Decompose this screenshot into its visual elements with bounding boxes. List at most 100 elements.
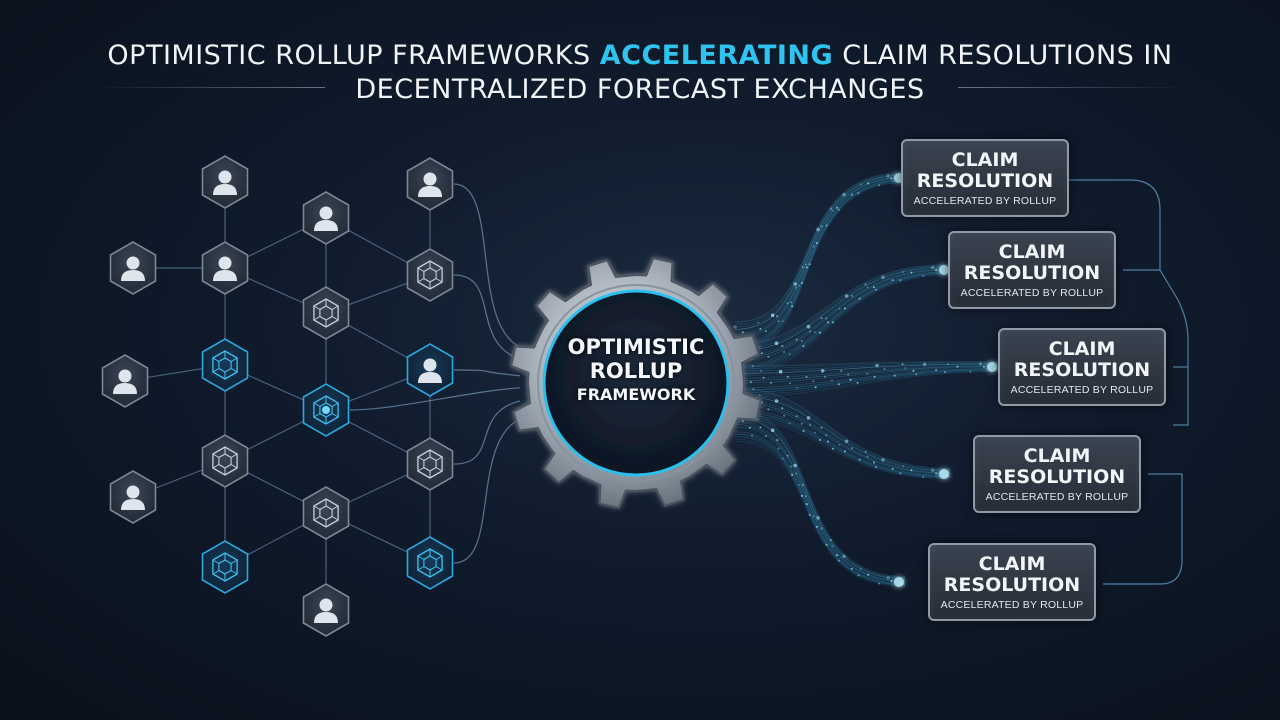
stream-endpoint-glow xyxy=(939,469,949,479)
data-particle xyxy=(786,375,789,378)
title-text-pre: OPTIMISTIC ROLLUP FRAMEWORKS xyxy=(107,40,591,71)
data-particle xyxy=(858,458,861,461)
data-particle xyxy=(802,429,805,432)
data-particle xyxy=(805,503,808,506)
data-particle xyxy=(767,408,770,411)
data-particle xyxy=(915,373,918,376)
data-particle xyxy=(904,367,907,370)
data-particle xyxy=(840,369,843,372)
title-text-post: CLAIM RESOLUTIONS IN xyxy=(842,40,1173,71)
gear-input-link xyxy=(453,369,521,377)
data-particle xyxy=(798,284,801,287)
data-particle xyxy=(752,388,755,391)
data-particle xyxy=(829,539,832,542)
data-stream-line xyxy=(734,395,951,472)
data-particle xyxy=(850,567,853,570)
data-particle xyxy=(878,582,881,585)
data-particle xyxy=(901,363,904,366)
data-particle xyxy=(795,415,798,418)
data-particle xyxy=(883,367,886,370)
data-particle xyxy=(778,369,783,374)
claim-card-3: CLAIM RESOLUTION ACCELERATED BY ROLLUP xyxy=(998,328,1166,406)
data-stream-line xyxy=(734,399,951,474)
data-stream-line xyxy=(734,360,999,367)
user-icon xyxy=(201,241,249,295)
data-particle xyxy=(812,515,815,518)
data-stream-line xyxy=(734,270,951,364)
data-stream-line xyxy=(734,264,951,345)
data-particle xyxy=(814,331,816,334)
data-stream-line xyxy=(734,181,906,352)
data-particle xyxy=(748,426,751,429)
data-stream-line xyxy=(734,267,951,357)
data-particle xyxy=(814,431,816,434)
user-icon xyxy=(302,191,350,245)
data-particle xyxy=(759,426,762,429)
data-particle xyxy=(875,363,879,368)
data-particle xyxy=(849,378,852,381)
data-stream-line xyxy=(734,173,906,328)
network-nodes xyxy=(101,155,454,637)
data-particle xyxy=(878,184,881,187)
data-particle xyxy=(851,447,853,450)
data-particle xyxy=(831,545,834,548)
data-particle xyxy=(809,330,812,333)
data-particle xyxy=(800,422,803,425)
data-particle xyxy=(806,324,811,329)
data-particle xyxy=(857,574,860,577)
data-stream-line xyxy=(734,271,951,367)
data-stream-line xyxy=(734,429,906,584)
claim-card-subtitle: ACCELERATED BY ROLLUP xyxy=(960,287,1104,299)
data-particle xyxy=(783,351,786,353)
data-particle xyxy=(899,279,902,282)
gear-input-link xyxy=(453,400,521,465)
data-stream-line xyxy=(734,407,951,476)
data-particle xyxy=(788,353,791,356)
data-stream-line xyxy=(734,179,906,347)
data-stream-line xyxy=(734,181,906,354)
title-rule-left xyxy=(95,87,325,88)
data-particle xyxy=(749,381,752,383)
data-particle xyxy=(867,182,870,185)
claim-card-title-1: CLAIM xyxy=(1023,445,1091,467)
validator-icon xyxy=(406,437,454,491)
data-particle xyxy=(818,331,821,334)
data-particle xyxy=(767,355,770,358)
data-particle xyxy=(760,369,762,372)
data-particle xyxy=(770,428,775,433)
data-particle xyxy=(850,193,853,196)
data-particle xyxy=(776,439,779,442)
claim-card-subtitle: ACCELERATED BY ROLLUP xyxy=(940,599,1084,611)
data-stream-line xyxy=(734,426,906,583)
card-connector xyxy=(1159,269,1189,426)
data-particle xyxy=(790,301,792,304)
data-particle xyxy=(788,422,791,425)
data-particle xyxy=(757,321,760,324)
data-stream-line xyxy=(734,419,906,581)
data-particle xyxy=(804,495,807,498)
data-particle xyxy=(741,420,744,422)
card-connector xyxy=(1069,179,1161,271)
data-particle xyxy=(838,443,841,446)
claim-card-title-1: CLAIM xyxy=(951,149,1019,171)
gear-input-link xyxy=(453,418,521,564)
data-particle xyxy=(922,274,925,277)
data-particle xyxy=(733,325,737,329)
gear-label-line-3: FRAMEWORK xyxy=(576,385,696,404)
data-particle xyxy=(866,286,869,289)
data-particle xyxy=(875,288,878,291)
data-stream-line xyxy=(734,271,951,369)
hub-icon xyxy=(302,383,350,437)
data-particle xyxy=(838,307,841,310)
data-stream-line xyxy=(734,268,951,359)
validator-icon xyxy=(302,486,350,540)
gear-label-line-1: OPTIMISTIC xyxy=(567,335,705,359)
data-stream-line xyxy=(734,362,999,369)
data-particle xyxy=(820,369,825,373)
data-particle xyxy=(751,434,754,437)
data-stream-line xyxy=(734,402,951,474)
data-particle xyxy=(873,375,876,378)
data-particle xyxy=(851,294,853,297)
data-particle xyxy=(791,305,794,308)
data-particle xyxy=(890,177,893,180)
